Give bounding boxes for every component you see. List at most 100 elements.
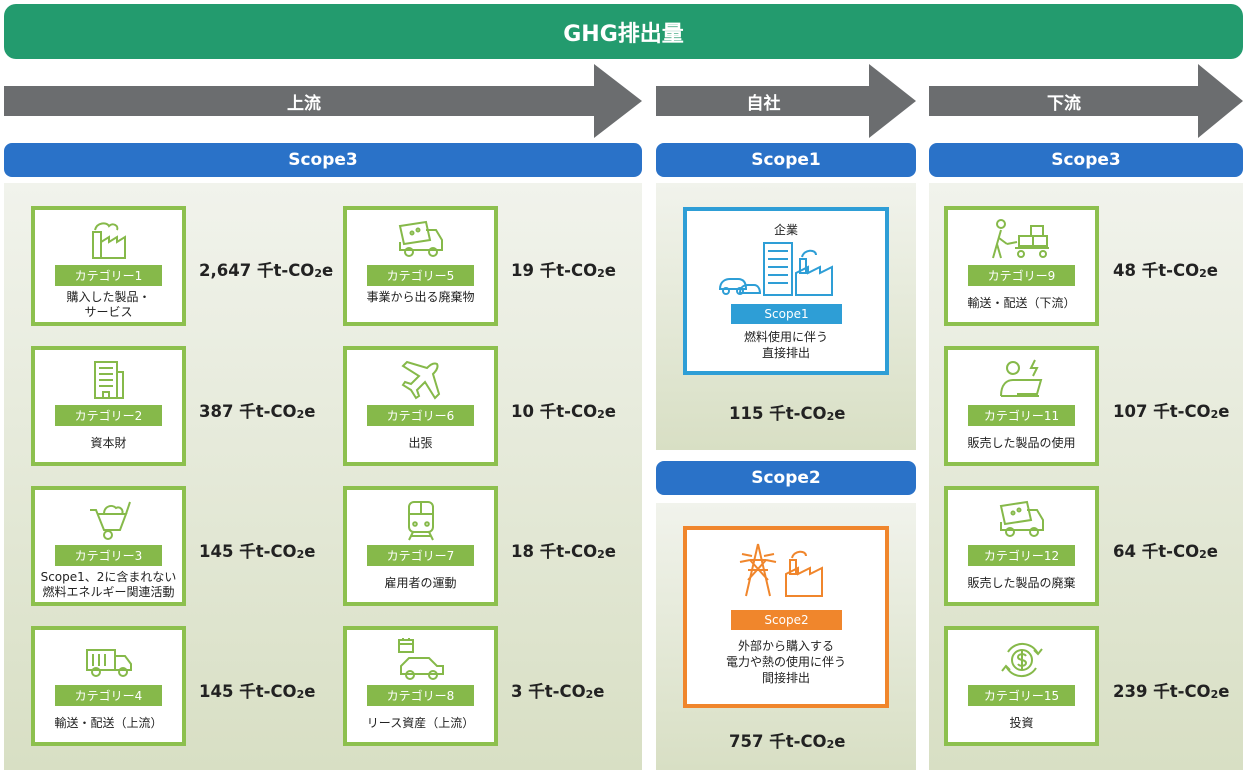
category-desc: 投資 (948, 716, 1095, 731)
unit-sub: 2 (296, 408, 305, 421)
unit-tail: e (604, 402, 616, 421)
category-desc: リース資産（上流） (347, 716, 494, 731)
category-8-value: 3 千t-CO2e (511, 678, 604, 702)
unit-tail: e (304, 542, 316, 561)
category-badge: カテゴリー3 (55, 545, 162, 566)
leased-car-icon (347, 638, 494, 682)
category-3-value: 145 千t-CO2e (199, 538, 315, 562)
power-tower-icon (687, 540, 885, 600)
scope3-downstream-bar: Scope3 (929, 143, 1243, 177)
unit-tail: e (604, 542, 616, 561)
unit-sub: 2 (1210, 688, 1219, 701)
ghg-emissions-banner: GHG排出量 (4, 4, 1243, 59)
category-7-value: 18 千t-CO2e (511, 538, 616, 562)
category-badge: カテゴリー9 (968, 265, 1075, 286)
value-number: 18 (511, 542, 534, 561)
category-6-card: カテゴリー6 出張 (343, 346, 498, 466)
unit: 千t-CO (239, 542, 297, 561)
unit-tail: e (1218, 402, 1230, 421)
category-badge: カテゴリー6 (367, 405, 474, 426)
scope1-card: 企業 Scope1 燃料使用に伴う直接排出 (683, 207, 889, 375)
unit-sub: 2 (296, 688, 305, 701)
unit: 千t-CO (1153, 682, 1211, 701)
value-number: 757 (729, 732, 764, 751)
unit: 千t-CO (539, 402, 598, 421)
scope2-label: Scope2 (751, 468, 821, 488)
downstream-label: 下流 (1047, 93, 1081, 114)
wheelbarrow-icon (35, 498, 182, 542)
value-number: 48 (1113, 261, 1136, 280)
unit-tail: e (1206, 261, 1218, 280)
category-desc: 資本財 (35, 436, 182, 451)
category-badge: カテゴリー15 (968, 685, 1075, 706)
desc-line: 販売した製品の廃棄 (967, 576, 1076, 590)
desc-line: 投資 (1009, 716, 1034, 730)
category-badge: カテゴリー8 (367, 685, 474, 706)
category-desc: 購入した製品・サービス (35, 290, 182, 320)
unit-tail: e (304, 402, 316, 421)
category-12-value: 64 千t-CO2e (1113, 538, 1218, 562)
category-4-card: カテゴリー4 輸送・配送（上流） (31, 626, 186, 746)
scope1-desc: 燃料使用に伴う直接排出 (687, 329, 885, 361)
category-badge: カテゴリー4 (55, 685, 162, 706)
banner-title: GHG排出量 (563, 21, 684, 47)
unit-sub: 2 (585, 688, 594, 701)
category-4-value: 145 千t-CO2e (199, 678, 315, 702)
waste-truck-icon (948, 498, 1095, 542)
waste-truck-icon (347, 218, 494, 262)
unit-tail: e (604, 261, 616, 280)
category-badge: カテゴリー11 (968, 405, 1075, 426)
unit: 千t-CO (769, 732, 827, 751)
unit: 千t-CO (769, 404, 827, 423)
own-label: 自社 (746, 93, 781, 114)
scope3-upstream-bar: Scope3 (4, 143, 642, 177)
desc-line: リース資産（上流） (366, 716, 475, 730)
desc-line: 燃料使用に伴う (743, 330, 828, 344)
category-desc: 出張 (347, 436, 494, 451)
unit-sub: 2 (1199, 548, 1207, 561)
category-badge: カテゴリー7 (367, 545, 474, 566)
unit-sub: 2 (1199, 267, 1207, 280)
desc-line: 電力や熱の使用に伴う (725, 655, 846, 669)
building-icon (35, 358, 182, 402)
unit: 千t-CO (539, 542, 598, 561)
unit-sub: 2 (597, 267, 605, 280)
unit-tail: e (834, 732, 846, 751)
unit-tail: e (593, 682, 605, 701)
investment-icon (948, 638, 1095, 682)
value-number: 387 (199, 402, 234, 421)
scope1-label: Scope1 (751, 150, 821, 170)
category-badge: カテゴリー5 (367, 265, 474, 286)
unit: 千t-CO (239, 402, 297, 421)
desc-line: 燃料エネルギー関連活動 (42, 585, 175, 599)
unit: 千t-CO (239, 682, 297, 701)
unit-tail: e (1206, 542, 1218, 561)
category-1-card: カテゴリー1 購入した製品・サービス (31, 206, 186, 326)
value-number: 115 (729, 404, 764, 423)
desc-line: 外部から購入する (737, 639, 834, 653)
value-number: 145 (199, 542, 234, 561)
value-number: 64 (1113, 542, 1136, 561)
scope2-badge: Scope2 (731, 610, 842, 630)
unit-sub: 2 (296, 548, 305, 561)
laptop-user-icon (948, 358, 1095, 402)
category-desc: 雇用者の運動 (347, 576, 494, 591)
unit: 千t-CO (539, 261, 598, 280)
scope1-card-title: 企業 (773, 223, 798, 237)
category-9-card: カテゴリー9 輸送・配送（下流） (944, 206, 1099, 326)
value-number: 145 (199, 682, 234, 701)
upstream-label: 上流 (287, 93, 321, 114)
company-icon (687, 239, 885, 299)
unit-tail: e (321, 261, 334, 280)
category-2-card: カテゴリー2 資本財 (31, 346, 186, 466)
scope2-desc: 外部から購入する電力や熱の使用に伴う間接排出 (687, 638, 885, 686)
category-9-value: 48 千t-CO2e (1113, 257, 1218, 281)
downstream-arrow: 下流 (929, 64, 1243, 138)
scope2-bar: Scope2 (656, 461, 916, 495)
upstream-arrow: 上流 (4, 64, 642, 138)
category-11-value: 107 千t-CO2e (1113, 398, 1229, 422)
unit-tail: e (304, 682, 316, 701)
unit: 千t-CO (1153, 402, 1211, 421)
unit-sub: 2 (597, 548, 605, 561)
scope1-badge: Scope1 (731, 304, 842, 324)
